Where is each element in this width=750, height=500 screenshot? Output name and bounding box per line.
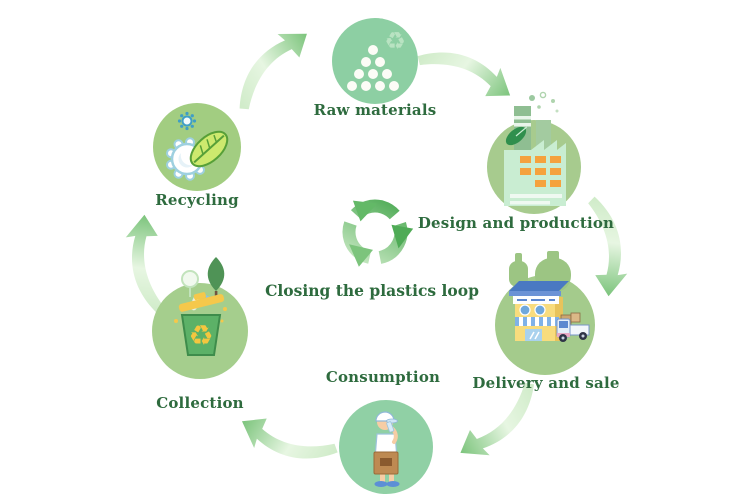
factory-windows [520, 156, 561, 187]
stage-label-consumption: Consumption [325, 368, 441, 386]
arrow-raw-materials-to-design-icon [417, 52, 511, 97]
store-icon [509, 281, 569, 341]
plastic-pellets-icon: ♻ [347, 27, 406, 91]
stage-label-design-production: Design and production [417, 214, 615, 232]
stage-label-collection: Collection [156, 394, 244, 412]
stage-circle-delivery-sale [495, 251, 595, 375]
diagram-title: Closing the plastics loop [265, 281, 479, 300]
bottle-icon [386, 421, 395, 433]
leaf-icon [505, 126, 528, 146]
delivery-truck-icon [556, 312, 590, 342]
stage-label-raw-materials: Raw materials [313, 101, 437, 119]
stage-circle-raw-materials: ♻ [332, 18, 418, 104]
svg-text:♻: ♻ [188, 319, 213, 352]
small-gear-icon [177, 111, 197, 131]
arrow-consumption-to-collection-icon [241, 418, 338, 459]
arrow-recycling-to-raw-materials-icon [239, 33, 307, 110]
trees-icon [181, 257, 225, 301]
eco-factory-icon [504, 91, 566, 206]
stage-label-recycling: Recycling [155, 191, 239, 209]
person-drinking-icon [373, 411, 400, 487]
recycle-bin-icon: ♻ [174, 257, 227, 356]
stage-circle-collection: ♻ [152, 257, 248, 379]
recycle-loop-icon [342, 199, 414, 267]
stage-circle-recycling [153, 103, 241, 191]
arrow-collection-to-recycling-icon [125, 214, 165, 315]
smoke-dots-icon [529, 91, 559, 113]
stage-circle-consumption [339, 400, 433, 494]
leaf-icon [189, 130, 229, 168]
stage-label-delivery-sale: Delivery and sale [472, 374, 620, 392]
arrow-delivery-to-consumption-icon [460, 382, 534, 456]
recycle-symbol-icon: ♻ [384, 27, 406, 55]
stage-circle-design-production [487, 91, 581, 214]
gear-and-leaf-icon [166, 111, 229, 181]
store-and-truck-icon [509, 251, 590, 342]
arrow-design-to-delivery-icon [588, 196, 628, 297]
